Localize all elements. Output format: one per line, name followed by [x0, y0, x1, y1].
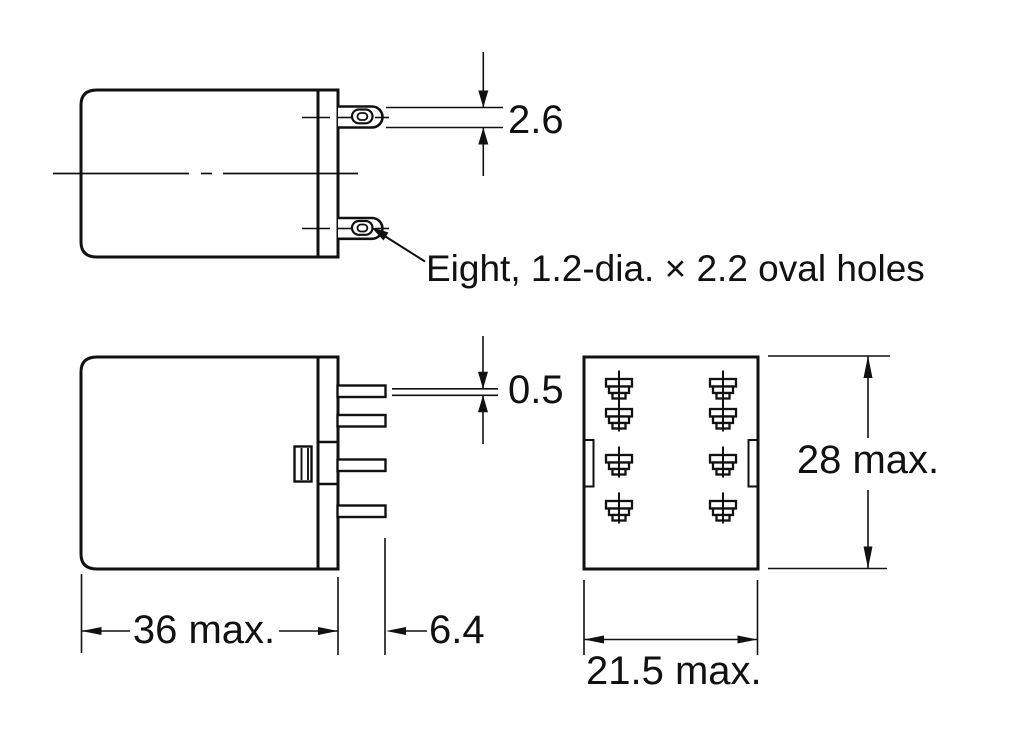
dimension-tab-thickness: [386, 52, 503, 176]
relay-body: [79, 88, 320, 259]
side-notch-right: [747, 439, 759, 488]
oval-hole: [350, 219, 374, 236]
side-notch-left: [583, 439, 595, 488]
side-view-with-pins: [79, 355, 387, 571]
body-width-label: 36 max.: [132, 608, 276, 652]
oval-holes-leader-arrow: [371, 227, 426, 263]
body-height-label: 28 max.: [796, 438, 940, 482]
bottom-view: [582, 355, 760, 571]
oval-hole: [350, 108, 374, 125]
mounting-latch: [293, 445, 313, 483]
flat-pins: [336, 384, 387, 519]
terminal-tab-lower: [302, 216, 389, 241]
tab-thickness-label: 2.6: [508, 98, 564, 142]
pin-length-label: 6.4: [429, 608, 485, 652]
pin-thickness-label: 0.5: [508, 368, 564, 412]
dimension-body-height: [768, 355, 890, 570]
dimension-body-depth: [583, 580, 759, 655]
relay-flange: [316, 355, 340, 571]
dimension-body-width-and-pin-length: [80, 538, 427, 655]
oval-holes-note: Eight, 1.2-dia. × 2.2 oval holes: [426, 248, 925, 289]
body-depth-label: 21.5 max.: [586, 649, 762, 693]
terminal-tab-upper: [302, 105, 389, 129]
side-view-with-tabs: [53, 88, 389, 259]
dimension-pin-thickness: [392, 336, 498, 444]
relay-body: [79, 355, 320, 571]
